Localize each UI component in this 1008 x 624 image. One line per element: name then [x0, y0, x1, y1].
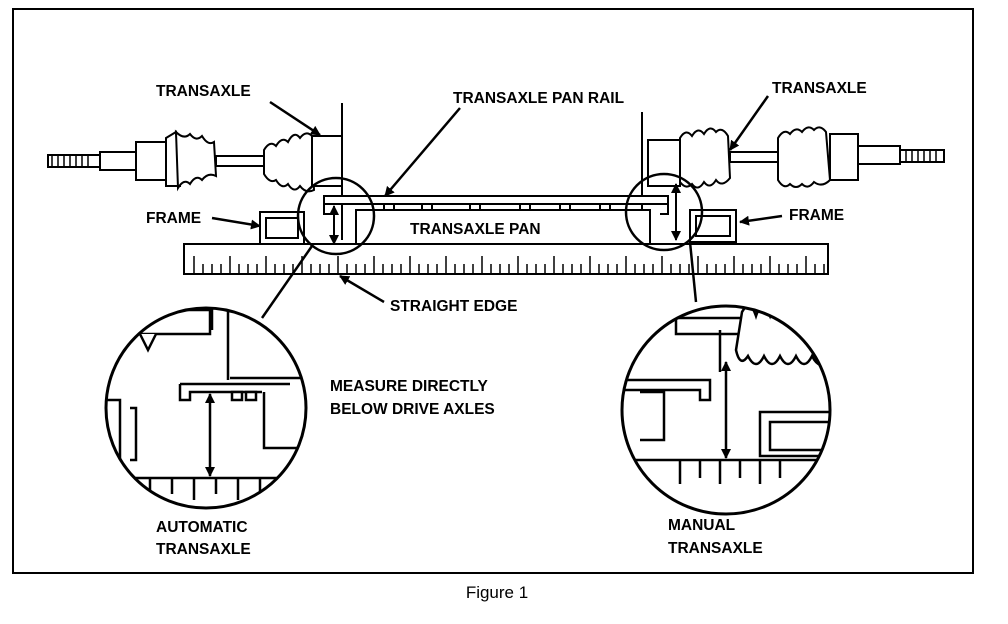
frame-right-shape — [689, 209, 737, 243]
zoom-circles-small — [296, 172, 704, 256]
label-manual-line1: MANUAL — [668, 517, 735, 534]
automatic-detail-circle — [104, 306, 308, 510]
left-drive-axle — [47, 129, 343, 193]
leader-arrows — [211, 95, 783, 304]
label-straight-edge: STRAIGHT EDGE — [390, 298, 517, 315]
label-pan-rail: TRANSAXLE PAN RAIL — [453, 90, 624, 107]
label-frame-left: FRAME — [146, 210, 201, 227]
label-frame-right: FRAME — [789, 207, 844, 224]
label-transaxle-right: TRANSAXLE — [772, 80, 867, 97]
label-manual-line2: TRANSAXLE — [668, 540, 763, 557]
main-measure-arrows — [329, 183, 681, 245]
transaxle-pan-shape — [323, 195, 669, 245]
straight-edge-ruler — [183, 243, 829, 275]
label-automatic-line1: AUTOMATIC — [156, 519, 248, 536]
label-transaxle-left: TRANSAXLE — [156, 83, 251, 100]
figure-caption: Figure 1 — [465, 583, 529, 602]
label-measure-line2: BELOW DRIVE AXLES — [330, 401, 495, 418]
label-automatic-line2: TRANSAXLE — [156, 541, 251, 558]
right-drive-axle — [647, 126, 945, 189]
figure-frame — [12, 8, 974, 574]
label-transaxle-pan: TRANSAXLE PAN — [410, 221, 541, 238]
zoom-connector-lines — [260, 241, 698, 319]
label-measure-line1: MEASURE DIRECTLY — [330, 378, 489, 395]
manual-detail-circle — [620, 304, 832, 516]
